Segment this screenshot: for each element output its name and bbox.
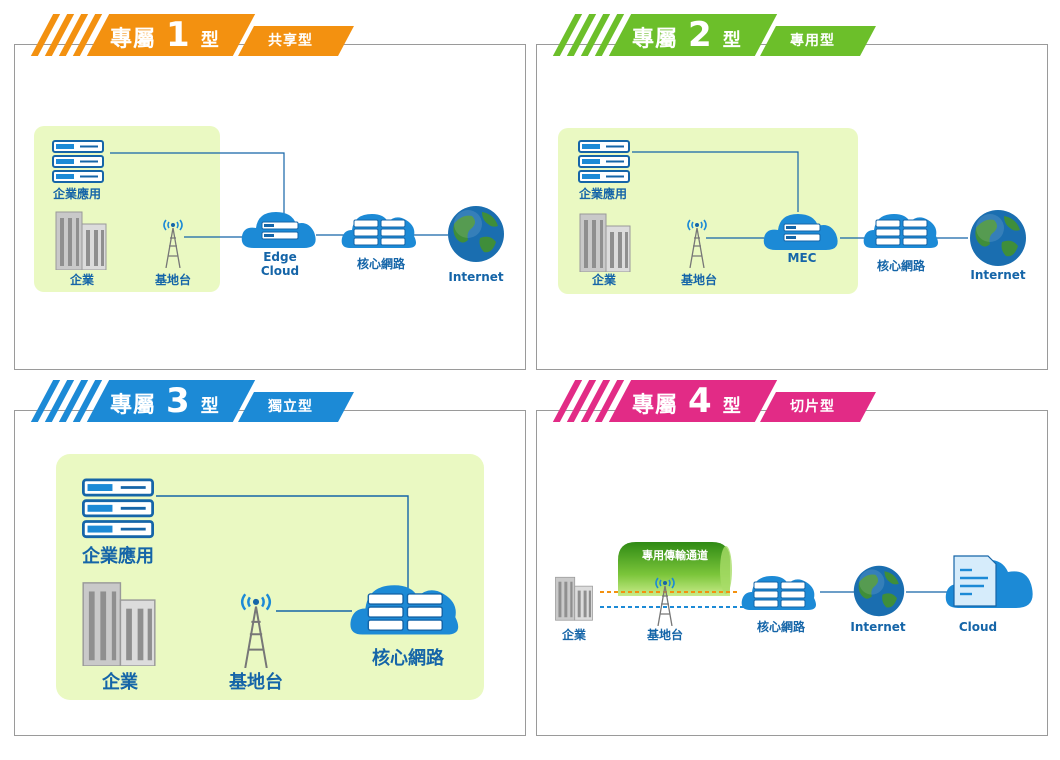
internet-label: Internet bbox=[970, 268, 1026, 282]
edge-cloud-icon bbox=[240, 204, 320, 254]
mec-label: MEC bbox=[787, 251, 817, 265]
core-network-cloud-icon bbox=[348, 576, 464, 642]
title-number: 1 bbox=[166, 15, 191, 55]
title-suffix: 型 bbox=[722, 396, 742, 417]
title-prefix: 專屬 bbox=[632, 393, 679, 418]
cloud-label: Cloud bbox=[958, 620, 998, 634]
panel-type-label: 專用型 bbox=[790, 33, 835, 49]
title-number: 3 bbox=[166, 381, 191, 421]
title-suffix: 型 bbox=[200, 30, 220, 51]
globe-icon bbox=[446, 204, 506, 268]
title-prefix: 專屬 bbox=[110, 27, 157, 52]
title-suffix: 型 bbox=[722, 30, 742, 51]
panel-type-label: 獨立型 bbox=[268, 399, 313, 415]
cell-tower-icon bbox=[684, 212, 710, 272]
title-prefix: 專屬 bbox=[632, 27, 679, 52]
enterprise-label: 企業 bbox=[69, 273, 94, 287]
internet-label: Internet bbox=[850, 620, 906, 634]
cell-tower-icon bbox=[236, 582, 276, 672]
office-building-icon bbox=[578, 212, 632, 276]
edge-cloud-label: Edge Cloud bbox=[250, 250, 310, 278]
tunnel-label: 專用傳輸通道 bbox=[642, 549, 708, 562]
tunnel-icon bbox=[614, 540, 734, 600]
core-network-cloud-icon bbox=[740, 570, 820, 616]
core-network-label: 核心網路 bbox=[756, 620, 805, 634]
mec-cloud-icon bbox=[762, 206, 842, 256]
internet-label: Internet bbox=[448, 270, 504, 284]
base-station-label: 基地台 bbox=[154, 273, 191, 287]
server-rack-icon bbox=[52, 140, 104, 188]
core-network-cloud-icon bbox=[862, 208, 942, 254]
globe-icon bbox=[852, 564, 906, 622]
server-rack-icon bbox=[578, 140, 630, 188]
enterprise-label: 企業 bbox=[561, 628, 586, 642]
cell-tower-icon bbox=[160, 212, 186, 272]
title-prefix: 專屬 bbox=[110, 393, 157, 418]
enterprise-label: 企業 bbox=[591, 273, 616, 287]
office-building-icon bbox=[80, 580, 158, 670]
globe-icon bbox=[968, 208, 1028, 272]
title-suffix: 型 bbox=[200, 396, 220, 417]
enterprise-app-label: 企業應用 bbox=[52, 187, 101, 201]
edge-cloud-label-line2: Cloud bbox=[260, 264, 300, 278]
base-station-label: 基地台 bbox=[229, 672, 283, 693]
cell-tower-icon bbox=[652, 570, 678, 630]
core-network-label: 核心網路 bbox=[876, 259, 925, 273]
edge-cloud-label-line1: Edge bbox=[263, 250, 297, 264]
core-network-label: 核心網路 bbox=[356, 257, 405, 271]
enterprise-app-label: 企業應用 bbox=[82, 546, 154, 567]
enterprise-app-label: 企業應用 bbox=[578, 187, 627, 201]
title-number: 2 bbox=[688, 15, 713, 55]
office-building-icon bbox=[554, 570, 594, 630]
base-station-label: 基地台 bbox=[646, 628, 683, 642]
server-rack-icon bbox=[82, 478, 154, 544]
base-station-label: 基地台 bbox=[680, 273, 717, 287]
title-number: 4 bbox=[688, 381, 713, 421]
panel-type-label: 切片型 bbox=[790, 399, 835, 415]
cloud-document-icon bbox=[944, 550, 1036, 616]
enterprise-label: 企業 bbox=[102, 672, 138, 693]
core-network-label: 核心網路 bbox=[372, 648, 444, 669]
panel-type-label: 共享型 bbox=[268, 33, 313, 49]
core-network-cloud-icon bbox=[340, 208, 420, 254]
office-building-icon bbox=[54, 210, 108, 274]
